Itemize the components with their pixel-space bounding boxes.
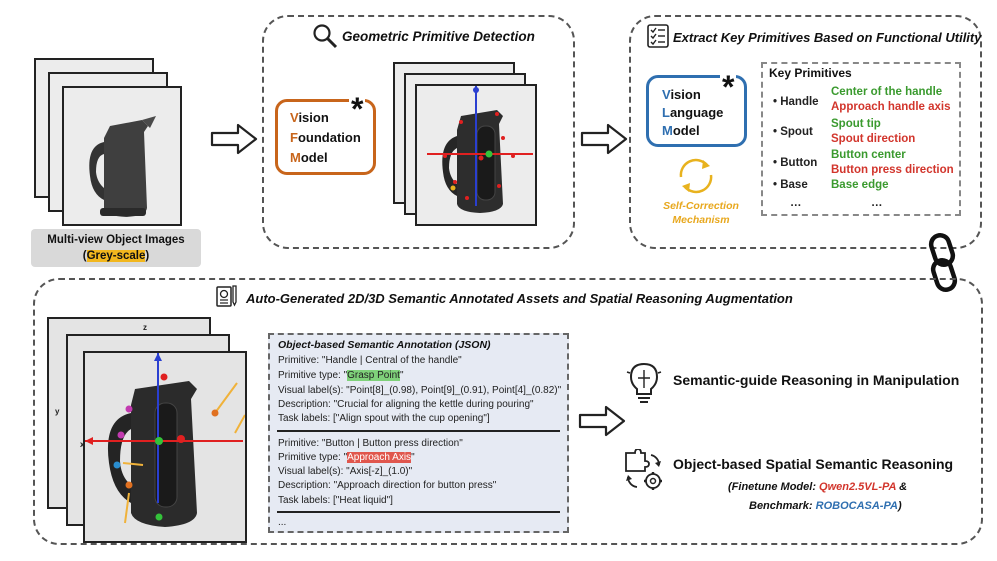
arrow-right-icon-2 xyxy=(580,123,628,155)
input-images-caption: Multi-view Object Images (Grey-scale) xyxy=(31,229,201,267)
caption-paren-open: ( xyxy=(82,250,87,262)
json-b2-description: Description: "Approach direction for but… xyxy=(278,480,497,491)
vlm-line-2: Language xyxy=(662,105,724,120)
kp-base-green: Base edge xyxy=(831,179,889,191)
annotated-view-front xyxy=(83,351,247,543)
json-divider-2 xyxy=(277,511,560,513)
vision-language-model-box: Vision Language Model xyxy=(646,75,747,147)
kp-part-base: • Base xyxy=(773,179,808,191)
axis-label-z: z xyxy=(143,323,147,332)
semantic-assets-panel xyxy=(33,278,983,545)
json-divider-1 xyxy=(277,430,560,432)
json-b1-visual: Visual label(s): "Point[8]_(0.98), Point… xyxy=(278,385,562,396)
grasp-point-highlight: Grasp Point xyxy=(347,370,400,381)
kp-button-green: Button center xyxy=(831,149,906,161)
geometric-detection-panel xyxy=(262,15,575,249)
approach-axis-highlight: Approach Axis xyxy=(347,452,412,463)
key-primitives-box xyxy=(761,62,961,216)
self-correction-cycle-icon xyxy=(679,158,713,194)
extract-primitives-panel xyxy=(629,15,982,249)
kp-part-spout: • Spout xyxy=(773,126,813,138)
lightbulb-puzzle-icon xyxy=(626,362,662,403)
kettle-annotated-image xyxy=(85,353,245,527)
vfm-line-1: Vision xyxy=(290,110,329,125)
json-annotation-box: Object-based Semantic Annotation (JSON) … xyxy=(268,333,569,533)
json-b1-primitive: Primitive: "Handle | Central of the hand… xyxy=(278,355,462,366)
kp-part-button: • Button xyxy=(773,157,818,169)
json-b2-primitive: Primitive: "Button | Button press direct… xyxy=(278,438,463,449)
kp-part-handle: • Handle xyxy=(773,96,819,108)
checklist-icon xyxy=(647,24,669,48)
arrow-right-icon xyxy=(210,123,258,155)
kettle-grey-image xyxy=(89,116,156,217)
puzzle-gear-cycle-icon xyxy=(625,449,662,490)
kp-spout-red: Spout direction xyxy=(831,133,916,145)
chain-link-icon xyxy=(928,233,958,292)
self-correction-line-1: Self-Correction xyxy=(663,200,739,212)
benchmark-line: Benchmark: ROBOCASA-PA) xyxy=(749,500,902,512)
caption-line-1: Multi-view Object Images xyxy=(47,234,185,246)
json-b2-task: Task labels: ["Heat liquid"] xyxy=(278,495,393,506)
detection-view-front xyxy=(415,84,537,226)
kp-handle-green: Center of the handle xyxy=(831,86,943,98)
kp-handle-red: Approach handle axis xyxy=(831,101,951,113)
assets-title: Auto-Generated 2D/3D Semantic Annotated … xyxy=(246,291,793,306)
vlm-line-1: Vision xyxy=(662,87,701,102)
vfm-line-2: Foundation xyxy=(290,130,361,145)
kp-spout-green: Spout tip xyxy=(831,118,881,130)
json-b2-type: Primitive type: "Approach Axis" xyxy=(278,452,415,463)
json-ellipsis: ... xyxy=(278,517,287,528)
vlm-asterisk-icon: * xyxy=(720,69,737,105)
self-correction-line-2: Mechanism xyxy=(672,214,730,226)
finetune-line: (Finetune Model: Qwen2.5VL-PA & xyxy=(728,481,908,493)
vfm-line-3: Model xyxy=(290,150,328,165)
magnifier-icon xyxy=(313,24,338,49)
key-primitives-title: Key Primitives xyxy=(769,66,852,80)
kp-ellipsis-right: … xyxy=(871,197,883,209)
grey-scale-highlight: Grey-scale xyxy=(86,250,146,262)
detection-title: Geometric Primitive Detection xyxy=(342,29,535,44)
vlm-line-3: Model xyxy=(662,123,700,138)
finetune-model-name: Qwen2.5VL-PA xyxy=(819,481,897,493)
json-b1-type: Primitive type: "Grasp Point" xyxy=(278,370,404,381)
kp-ellipsis-left: … xyxy=(790,197,802,209)
json-b1-description: Description: "Crucial for aligning the k… xyxy=(278,399,534,410)
annotated-document-icon xyxy=(216,285,237,307)
kp-button-red: Button press direction xyxy=(831,164,954,176)
semantic-reasoning-label: Semantic-guide Reasoning in Manipulation xyxy=(673,372,960,388)
axis-label-y: y xyxy=(55,407,60,416)
vfm-asterisk-icon: * xyxy=(349,91,366,127)
kettle-keypoints-image xyxy=(427,86,533,213)
caption-line-2: (Grey-scale) xyxy=(31,248,201,264)
axis-label-x: x xyxy=(80,440,85,449)
extract-title: Extract Key Primitives Based on Function… xyxy=(673,30,982,45)
arrow-right-icon-3 xyxy=(578,405,626,437)
json-b2-visual: Visual label(s): "Axis[-z]_(1.0)" xyxy=(278,466,413,477)
json-b1-task: Task labels: ["Align spout with the cup … xyxy=(278,413,490,424)
benchmark-name: ROBOCASA-PA xyxy=(815,500,898,512)
caption-paren-close: ) xyxy=(145,250,150,262)
json-title: Object-based Semantic Annotation (JSON) xyxy=(278,339,491,351)
spatial-reasoning-label: Object-based Spatial Semantic Reasoning xyxy=(673,456,954,472)
self-correction-label: Self-Correction Mechanism xyxy=(653,199,749,227)
view-image-front xyxy=(62,86,182,226)
